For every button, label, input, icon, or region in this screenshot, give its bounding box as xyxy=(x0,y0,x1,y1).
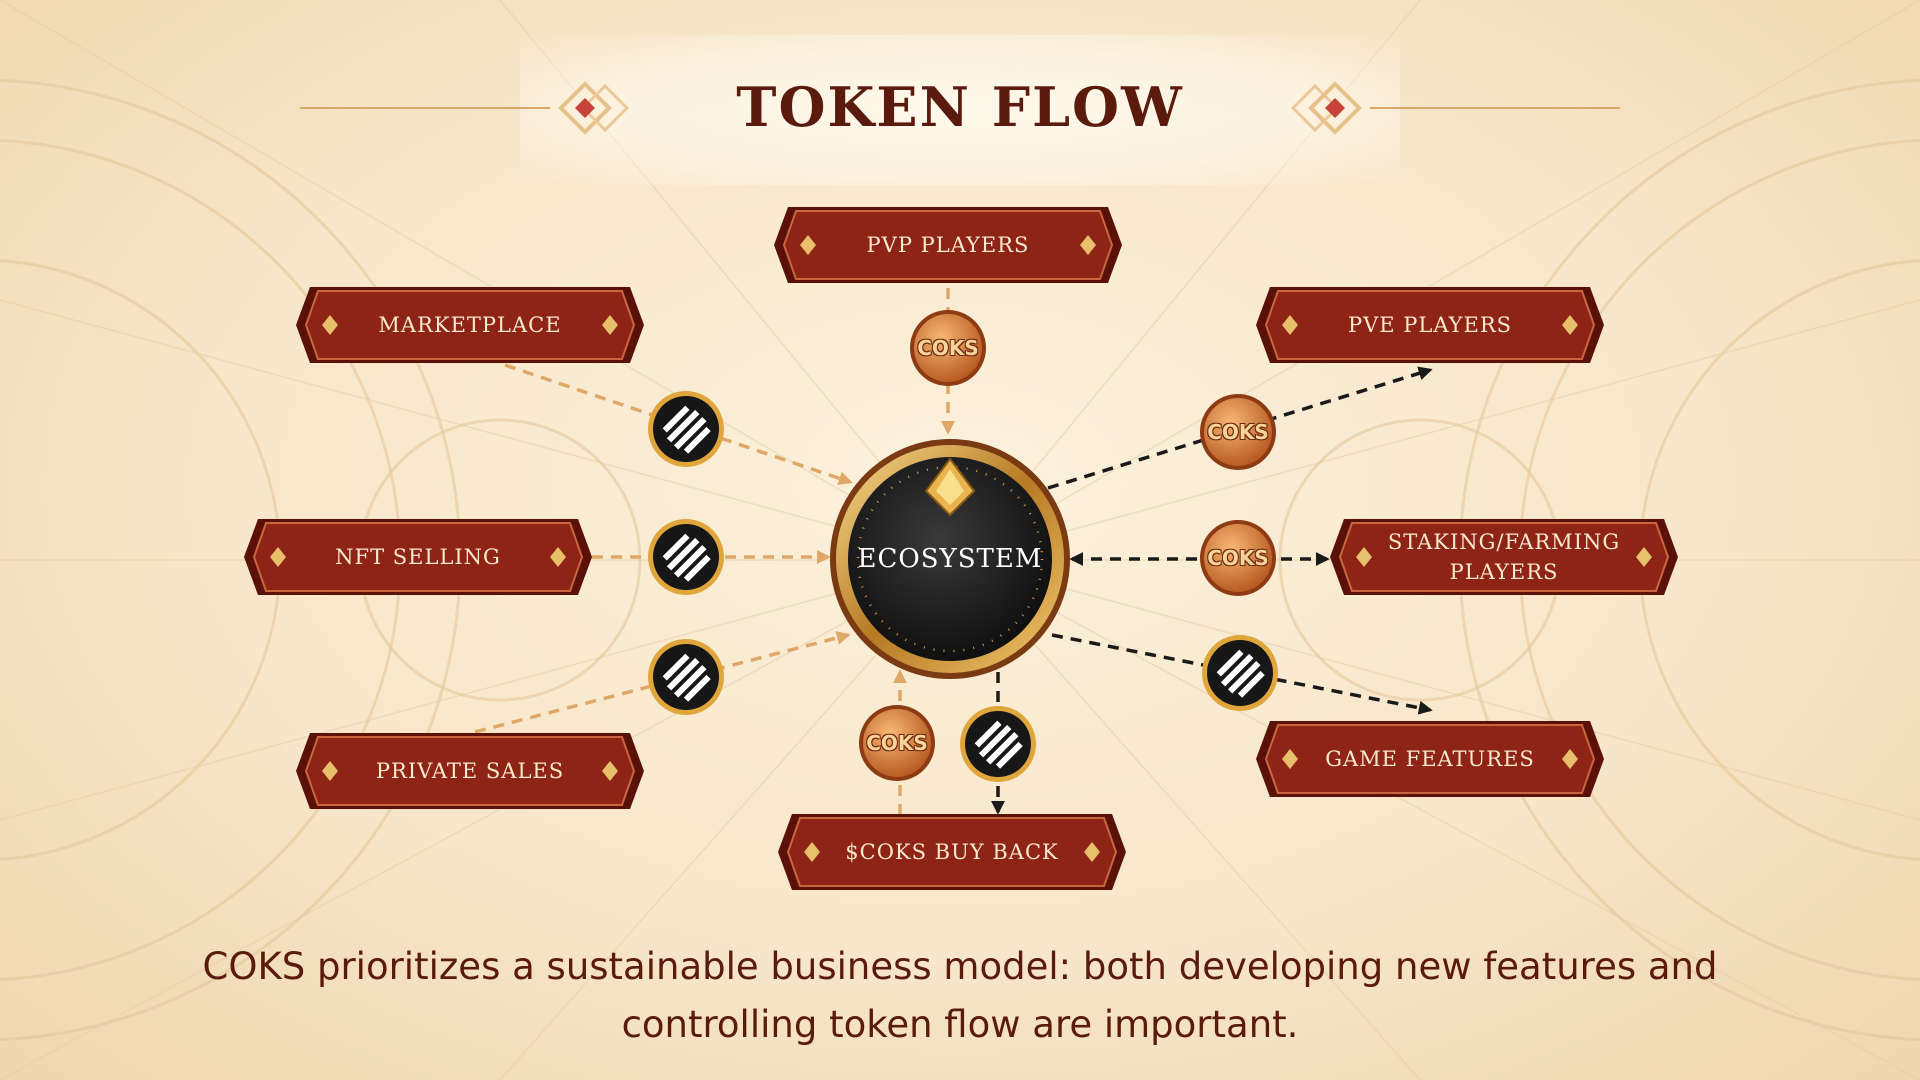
banner-shape xyxy=(244,519,592,595)
banner-shape xyxy=(1256,721,1604,797)
caption-text: COKS prioritizes a sustainable business … xyxy=(202,945,1718,1046)
node-private-sales: PRIVATE SALES xyxy=(296,733,644,813)
coks-coin: COKS xyxy=(857,703,937,783)
node-label: GAME FEATURES xyxy=(1325,747,1535,771)
stablecoin-coin xyxy=(646,517,726,597)
stablecoin-icon xyxy=(648,391,724,467)
stablecoin-icon xyxy=(960,706,1036,782)
banner-shape xyxy=(296,287,644,363)
left-title-ornament xyxy=(300,81,630,135)
arrow-marketplace-to-hub xyxy=(504,363,853,486)
coks-coin: COKS xyxy=(1198,392,1278,472)
coks-coin: COKS xyxy=(1198,518,1278,598)
node-label: PVE PLAYERS xyxy=(1347,313,1513,337)
node-label: NFT SELLING xyxy=(335,545,501,569)
banner-shape xyxy=(1256,287,1604,363)
page-title: TOKEN FLOW xyxy=(736,75,1184,139)
stablecoin-icon xyxy=(648,519,724,595)
node-label: PVP PLAYERS xyxy=(866,233,1030,257)
coin-label: COKS xyxy=(1207,546,1269,570)
coks-coin-icon xyxy=(1200,394,1276,470)
stablecoin-coin xyxy=(958,704,1038,784)
hub-label: ECOSYSTEM xyxy=(857,544,1043,574)
node-pvp-players: PVP PLAYERS xyxy=(774,207,1122,287)
node-pve-players: PVE PLAYERS xyxy=(1256,287,1604,367)
node-label: MARKETPLACE xyxy=(378,313,562,337)
stablecoin-icon xyxy=(648,639,724,715)
stablecoin-coin xyxy=(646,637,726,717)
banner-shape xyxy=(774,207,1122,283)
banner-shape xyxy=(778,814,1126,890)
coks-coin: COKS xyxy=(908,308,988,388)
node-coks-buy-back: $COKS BUY BACK xyxy=(778,814,1126,894)
coin-label: COKS xyxy=(917,336,979,360)
node-marketplace: MARKETPLACE xyxy=(296,287,644,367)
coks-coin-icon xyxy=(1200,520,1276,596)
coks-coin-icon xyxy=(859,705,935,781)
node-label: $COKS BUY BACK xyxy=(845,840,1059,864)
ecosystem-hub: ECOSYSTEM xyxy=(828,437,1072,681)
coin-label: COKS xyxy=(1207,420,1269,444)
right-title-ornament xyxy=(1290,81,1620,135)
node-staking-farming-players: STAKING/FARMING PLAYERS xyxy=(1330,519,1678,599)
node-label: PRIVATE SALES xyxy=(375,759,565,783)
stablecoin-icon xyxy=(1202,635,1278,711)
coin-label: COKS xyxy=(866,731,928,755)
stablecoin-coin xyxy=(646,389,726,469)
node-nft-selling: NFT SELLING xyxy=(244,519,592,599)
node-label: STAKING/FARMING PLAYERS xyxy=(1387,530,1621,584)
banner-shape xyxy=(1330,519,1678,595)
stablecoin-coin xyxy=(1200,633,1280,713)
node-game-features: GAME FEATURES xyxy=(1256,721,1604,801)
title-band xyxy=(520,35,1400,185)
banner-shape xyxy=(296,733,644,809)
hub-ring xyxy=(830,439,1070,679)
coks-coin-icon xyxy=(910,310,986,386)
